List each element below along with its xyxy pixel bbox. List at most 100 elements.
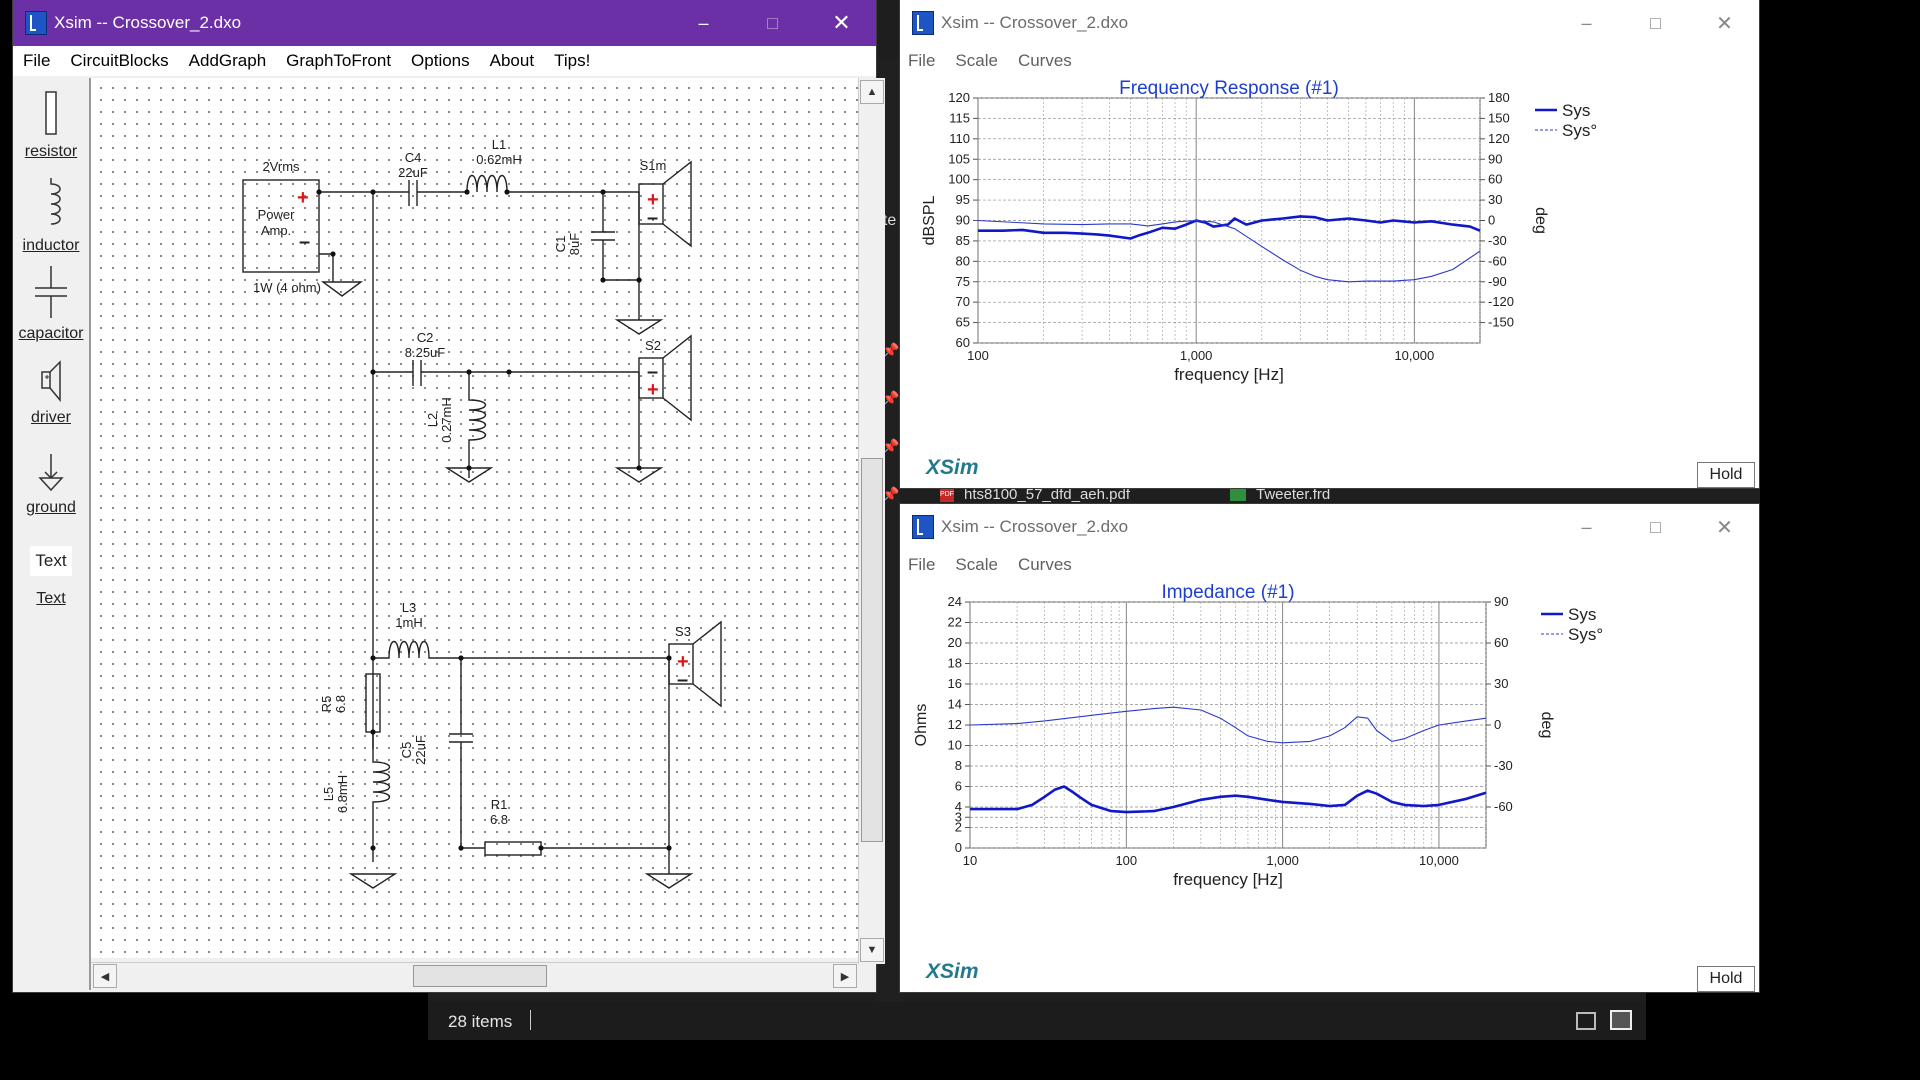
close-icon[interactable]: ✕: [832, 10, 851, 35]
graph-titlebar[interactable]: Xsim -- Crossover_2.dxo – □ ✕: [900, 0, 1759, 46]
x-tick-label: 100: [1115, 853, 1137, 868]
minimize-icon[interactable]: –: [1581, 516, 1592, 537]
minimize-icon[interactable]: –: [698, 12, 709, 33]
menu-graphtofront[interactable]: GraphToFront: [286, 51, 392, 70]
x-tick-label: 1,000: [1180, 348, 1213, 363]
horizontal-scrollbar[interactable]: ◀ ▶: [91, 962, 858, 989]
y2-tick-label: 0: [1494, 717, 1501, 732]
y-tick-label: 20: [948, 635, 962, 650]
maximize-icon[interactable]: □: [767, 12, 778, 33]
graph-menubar: File Scale Curves: [900, 550, 1759, 580]
pin-icon[interactable]: 📌: [882, 390, 900, 406]
svg-text:–: –: [647, 361, 658, 383]
amp-voltage-label: 2Vrms: [262, 159, 300, 174]
pdf-file-icon: PDF: [940, 488, 954, 502]
y-tick-label: 65: [956, 315, 970, 330]
legend-label: Sys°: [1568, 625, 1603, 644]
schematic-canvas[interactable]: ++++ –––– 2Vrms Power Amp. 1W (4 ohm) C4…: [91, 78, 858, 958]
main-titlebar[interactable]: Xsim -- Crossover_2.dxo – □ ✕: [13, 0, 876, 46]
y2-tick-label: -90: [1488, 274, 1507, 289]
tool-resistor[interactable]: resistor: [13, 88, 89, 161]
horizontal-scroll-thumb[interactable]: [413, 965, 547, 987]
y-tick-label: 4: [955, 799, 962, 814]
y2-tick-label: 90: [1488, 151, 1502, 166]
close-icon[interactable]: ✕: [1716, 12, 1733, 35]
tool-label: inductor: [22, 237, 80, 254]
menu-addgraph[interactable]: AddGraph: [188, 51, 267, 70]
tool-capacitor[interactable]: capacitor: [13, 264, 89, 343]
tool-ground[interactable]: ground: [13, 450, 89, 517]
y-tick-label: 0: [955, 840, 962, 855]
y2-axis-label: deg: [1532, 207, 1549, 234]
component-value: 8.25uF: [405, 345, 446, 360]
close-icon[interactable]: ✕: [1716, 516, 1733, 539]
hold-button[interactable]: Hold: [1697, 966, 1755, 992]
menu-about[interactable]: About: [489, 51, 535, 70]
details-view-icon[interactable]: [1576, 1012, 1596, 1030]
tool-text[interactable]: Text Text: [13, 546, 89, 608]
frequency-response-chart[interactable]: 6065707580859095100105110115120-150-120-…: [900, 76, 1759, 486]
hold-button[interactable]: Hold: [1697, 462, 1755, 488]
component-ref: R5: [319, 696, 334, 713]
file-name[interactable]: hts8100_57_dfd_aeh.pdf: [964, 486, 1130, 503]
y-tick-label: 120: [948, 90, 970, 105]
graph-titlebar[interactable]: Xsim -- Crossover_2.dxo – □ ✕: [900, 504, 1759, 550]
graph-menubar: File Scale Curves: [900, 46, 1759, 76]
component-ref: R1: [491, 797, 508, 812]
x-tick-label: 100: [967, 348, 989, 363]
menu-circuitblocks[interactable]: CircuitBlocks: [70, 51, 169, 70]
xsim-logo: XSim: [926, 456, 979, 479]
legend-label: Sys: [1562, 101, 1590, 120]
maximize-icon[interactable]: □: [1650, 516, 1661, 537]
scroll-left-icon[interactable]: ◀: [93, 964, 117, 988]
vertical-scroll-thumb[interactable]: [861, 458, 883, 842]
xsim-main-window: Xsim -- Crossover_2.dxo – □ ✕ File Circu…: [13, 0, 885, 992]
chart-title: Impedance (#1): [1161, 582, 1294, 603]
y-tick-label: 80: [956, 253, 970, 268]
y-tick-label: 85: [956, 233, 970, 248]
scroll-up-icon[interactable]: ▲: [860, 80, 884, 104]
menu-tips[interactable]: Tips!: [554, 51, 591, 70]
component-ref: L2: [425, 413, 440, 427]
svg-text:–: –: [647, 207, 658, 229]
scroll-down-icon[interactable]: ▼: [860, 938, 884, 962]
tool-inductor[interactable]: inductor: [13, 176, 89, 255]
svg-text:+: +: [677, 651, 689, 673]
legend-label: Sys: [1568, 605, 1596, 624]
menu-options[interactable]: Options: [411, 51, 470, 70]
menu-scale[interactable]: Scale: [955, 51, 998, 70]
y-tick-label: 90: [956, 213, 970, 228]
component-value: 1mH: [395, 615, 422, 630]
x-tick-label: 10: [963, 853, 977, 868]
menu-curves[interactable]: Curves: [1017, 555, 1072, 574]
tiles-view-icon[interactable]: [1610, 1010, 1632, 1030]
minimize-icon[interactable]: –: [1581, 12, 1592, 33]
y-tick-label: 10: [948, 738, 962, 753]
scroll-right-icon[interactable]: ▶: [833, 964, 857, 988]
file-name[interactable]: Tweeter.frd: [1256, 486, 1331, 503]
xsim-app-icon: [25, 11, 47, 35]
menu-file[interactable]: File: [908, 555, 936, 574]
tool-label: resistor: [24, 143, 78, 160]
menu-file[interactable]: File: [23, 51, 51, 70]
pin-icon[interactable]: 📌: [882, 438, 900, 454]
y2-tick-label: -60: [1494, 799, 1513, 814]
menu-file[interactable]: File: [908, 51, 936, 70]
y2-tick-label: 90: [1494, 594, 1508, 609]
pin-icon[interactable]: 📌: [882, 342, 900, 358]
menu-curves[interactable]: Curves: [1017, 51, 1072, 70]
y2-tick-label: 30: [1494, 676, 1508, 691]
y-tick-label: 24: [948, 594, 962, 609]
svg-text:+: +: [647, 379, 659, 401]
tool-driver[interactable]: driver: [13, 358, 89, 427]
pin-icon[interactable]: 📌: [882, 486, 900, 502]
x-axis-label: frequency [Hz]: [1174, 365, 1284, 384]
x-tick-label: 10,000: [1419, 853, 1459, 868]
x-tick-label: 1,000: [1266, 853, 1299, 868]
maximize-icon[interactable]: □: [1650, 12, 1661, 33]
menu-scale[interactable]: Scale: [955, 555, 998, 574]
y2-tick-label: -60: [1488, 253, 1507, 268]
component-value: 0.27mH: [439, 397, 454, 443]
vertical-scrollbar[interactable]: ▲ ▼: [858, 78, 885, 964]
